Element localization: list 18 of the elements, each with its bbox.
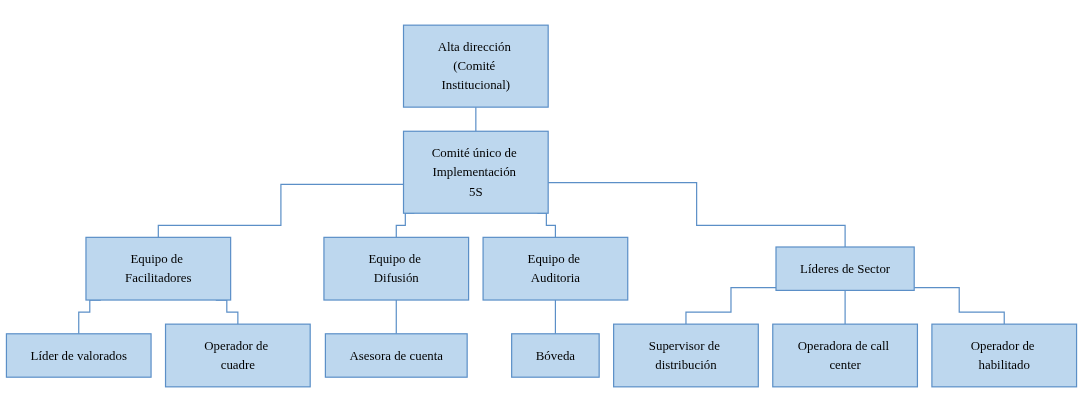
node-box: Equipo de Auditoria bbox=[482, 236, 629, 301]
node-box: Comité único de Implementación 5S bbox=[402, 130, 549, 214]
node-box: Operador de habilitado bbox=[931, 323, 1078, 388]
node-box: Asesora de cuenta bbox=[324, 333, 468, 378]
node-box: Operador de cuadre bbox=[164, 323, 311, 388]
node-box: Alta dirección (Comité Institucional) bbox=[402, 24, 549, 108]
node-box: Supervisor de distribución bbox=[613, 323, 759, 388]
connector bbox=[395, 299, 397, 335]
node-box: Operadora de call center bbox=[772, 323, 919, 388]
connector bbox=[685, 286, 777, 325]
node-box: Equipo de Difusión bbox=[323, 236, 470, 301]
node-box: Bóveda bbox=[511, 333, 600, 378]
node-box: Líder de valorados bbox=[5, 333, 152, 378]
connector bbox=[554, 299, 556, 335]
node-box: Líderes de Sector bbox=[775, 246, 915, 291]
connector bbox=[844, 289, 846, 325]
node-box: Equipo de Facilitadores bbox=[85, 236, 232, 301]
connector bbox=[475, 106, 477, 132]
